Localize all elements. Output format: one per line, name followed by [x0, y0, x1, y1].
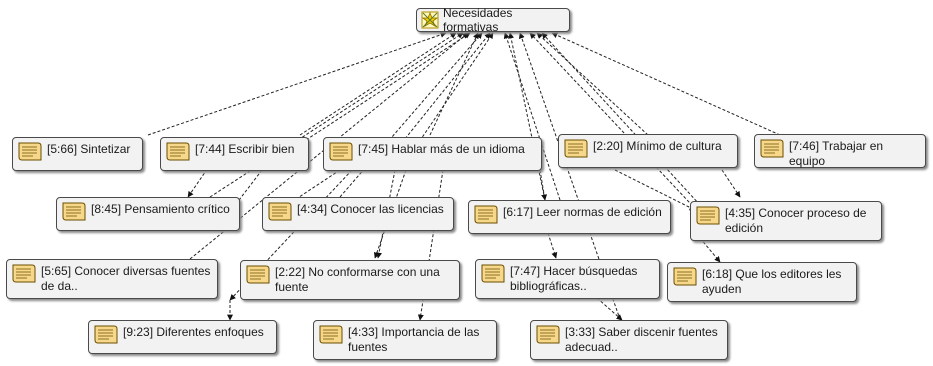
- quotation-node[interactable]: [3:33] Saber discenir fuentes adecuad..: [530, 320, 728, 360]
- edge-n3-to-root: [429, 32, 479, 136]
- edge-n1-to-root: [147, 31, 447, 136]
- quotation-node[interactable]: [9:23] Diferentes enfoques: [88, 320, 277, 354]
- quotation-icon: [319, 324, 343, 346]
- quotation-node[interactable]: [4:35] Conocer proceso de edición: [690, 201, 882, 241]
- edge-n7-to-root: [339, 32, 483, 198]
- quotation-icon: [18, 141, 42, 163]
- quotation-icon: [166, 141, 190, 163]
- edge-n12-to-root: [503, 32, 561, 201]
- quotation-label: [6:18] Que los editores les ayuden: [702, 267, 842, 296]
- quotation-node[interactable]: [7:45] Hablar más de un idioma: [323, 137, 542, 171]
- quotation-icon: [564, 138, 588, 160]
- quotation-icon: [481, 263, 505, 285]
- quotation-label: [6:17] Leer normas de edición: [503, 205, 662, 219]
- quotation-label: [2:20] Mínimo de cultura: [593, 139, 722, 153]
- quotation-label: [4:34] Conocer las licencias: [297, 202, 444, 216]
- connector-line: [721, 169, 741, 198]
- quotation-label: [4:33] Importancia de las fuentes: [348, 325, 480, 354]
- family-icon: [421, 11, 439, 29]
- quotation-node[interactable]: [2:22] No conformarse con una fuente: [240, 260, 460, 300]
- quotation-icon: [246, 264, 270, 286]
- quotation-label: [7:45] Hablar más de un idioma: [358, 142, 525, 156]
- quotation-label: [8:45] Pensamiento crítico: [91, 202, 230, 216]
- quotation-icon: [62, 201, 86, 223]
- quotation-label: [7:46] Trabajar en equipo: [789, 139, 884, 168]
- quotation-label: [5:66] Sintetizar: [47, 142, 131, 156]
- quotation-node[interactable]: [4:33] Importancia de las fuentes: [313, 320, 497, 360]
- edge-n4-to-root: [536, 32, 649, 136]
- quotation-node[interactable]: [6:17] Leer normas de edición: [468, 200, 671, 234]
- quotation-label: [5:65] Conocer diversas fuentes de da..: [41, 264, 211, 293]
- edge-n6-to-root: [209, 32, 464, 198]
- quotation-icon: [536, 324, 560, 346]
- quotation-label: [9:23] Diferentes enfoques: [123, 325, 264, 339]
- quotation-icon: [696, 205, 720, 227]
- edge-n13-to-root: [529, 32, 721, 236]
- root-label: Necesidades formativas: [443, 6, 513, 34]
- quotation-node[interactable]: [2:20] Mínimo de cultura: [558, 134, 738, 168]
- quotation-node[interactable]: [6:18] Que los editores les ayuden: [667, 262, 857, 302]
- edge-n8-to-root: [508, 32, 546, 201]
- quotation-node[interactable]: [7:47] Hacer búsquedas bibliográficas..: [475, 259, 660, 299]
- connector-line: [699, 237, 721, 263]
- quotation-node[interactable]: [7:46] Trabajar en equipo: [754, 134, 926, 168]
- connector-line: [596, 297, 623, 321]
- quotation-label: [7:44] Escribir bien: [195, 142, 295, 156]
- quotation-icon: [760, 138, 784, 160]
- quotation-node[interactable]: [8:45] Pensamiento crítico: [56, 197, 240, 231]
- edge-n5-to-root: [551, 32, 781, 136]
- quotation-node[interactable]: [5:65] Conocer diversas fuentes de da..: [6, 259, 218, 299]
- quotation-icon: [94, 324, 118, 346]
- connector-line: [547, 232, 558, 259]
- quotation-node[interactable]: [5:66] Sintetizar: [12, 137, 143, 171]
- root-node[interactable]: Necesidades formativas: [416, 6, 570, 34]
- quotation-label: [3:33] Saber discenir fuentes adecuad..: [565, 325, 718, 354]
- quotation-label: [2:22] No conformarse con una fuente: [275, 265, 440, 294]
- quotation-icon: [268, 201, 292, 223]
- quotation-label: [7:47] Hacer búsquedas bibliográficas..: [510, 264, 638, 293]
- quotation-node[interactable]: [7:44] Escribir bien: [160, 137, 309, 171]
- quotation-icon: [673, 266, 697, 288]
- quotation-label: [4:35] Conocer proceso de edición: [725, 206, 867, 235]
- connector-line: [539, 169, 548, 201]
- quotation-icon: [474, 204, 498, 226]
- quotation-icon: [12, 263, 36, 285]
- quotation-icon: [329, 141, 353, 163]
- edge-n9-to-root: [541, 32, 701, 206]
- edge-n2-to-root: [299, 32, 457, 136]
- quotation-node[interactable]: [4:34] Conocer las licencias: [262, 197, 454, 231]
- edge-n11-to-root: [379, 32, 491, 171]
